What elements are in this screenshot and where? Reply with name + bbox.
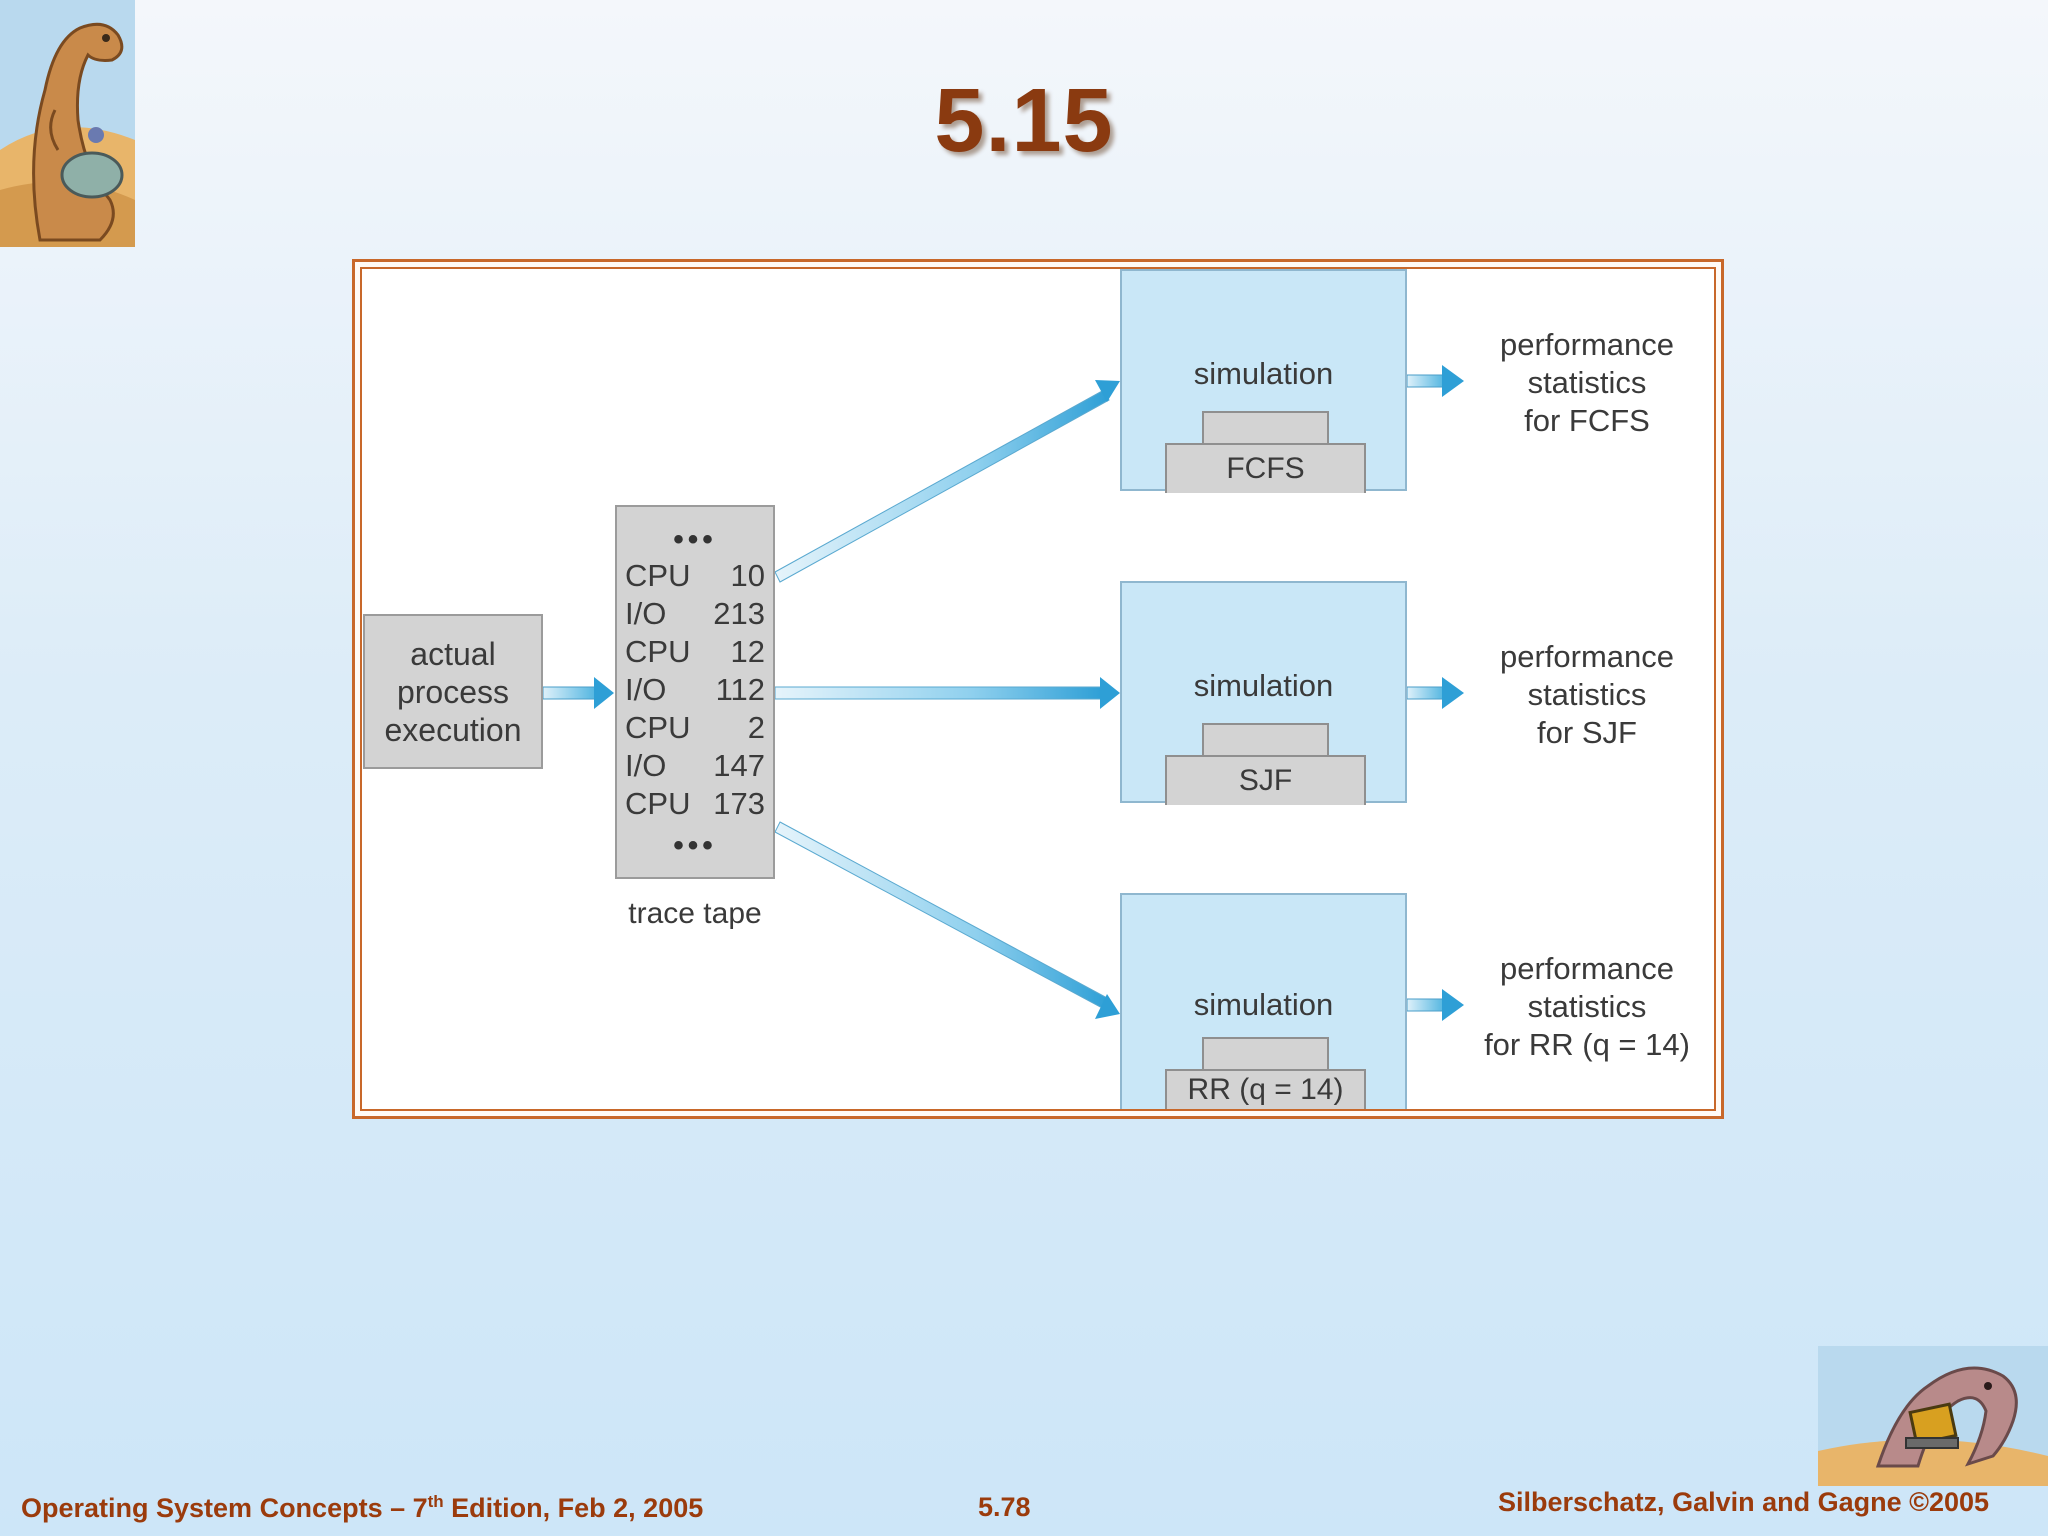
simulation-label: simulation — [1193, 668, 1334, 703]
arrow-rr-to-stats — [1406, 989, 1464, 1021]
algorithm-tab-fcfs: FCFS — [1165, 443, 1366, 493]
footer-copyright: Silberschatz, Galvin and Gagne ©2005 — [1498, 1487, 1990, 1517]
algorithm-tab-sjf: SJF — [1165, 755, 1366, 805]
tape-entry: CPU 12 — [625, 634, 765, 669]
slide-title: 5.15 — [934, 71, 1114, 171]
tape-entry: CPU 2 — [625, 710, 765, 745]
tape-entry: CPU 173 — [625, 786, 765, 821]
arrow-fcfs-to-stats — [1406, 365, 1464, 397]
footer-book-title: Operating System Concepts – 7th Edition,… — [21, 1492, 704, 1523]
arrow-tape-to-fcfs — [774, 380, 1120, 583]
tape-entry: I/O 112 — [625, 672, 765, 707]
arrow-tape-to-rr — [774, 821, 1120, 1019]
flow-arrows — [542, 365, 1464, 1021]
diagram-canvas: actual process execution ••• CPU 10 I/O … — [360, 267, 1716, 1111]
dinosaur-logo-top-left — [0, 0, 135, 247]
simulation-box-fcfs: simulation FCFS — [1120, 269, 1407, 493]
arrow-tape-to-sjf — [774, 677, 1120, 709]
figure-frame: actual process execution ••• CPU 10 I/O … — [352, 259, 1724, 1119]
tape-entry: I/O 147 — [625, 748, 765, 783]
stats-label-rr: performance statistics for RR (q = 14) — [1484, 951, 1690, 1062]
simulation-label: simulation — [1193, 987, 1334, 1022]
algorithm-tab-rr: RR (q = 14) — [1165, 1069, 1366, 1109]
simulation-label: simulation — [1193, 356, 1334, 391]
actual-process-execution-box: actual process execution — [363, 614, 543, 769]
algorithm-label: FCFS — [1226, 452, 1305, 485]
actual-process-execution-label: actual process execution — [384, 635, 522, 748]
arrow-execution-to-tape — [542, 677, 614, 709]
arrow-sjf-to-stats — [1406, 677, 1464, 709]
footer-page-number: 5.78 — [978, 1492, 1031, 1522]
trace-tape-box: ••• CPU 10 I/O 213 CPU 12 I/O 112 CPU 2 — [615, 505, 775, 879]
tape-entry: I/O 213 — [625, 596, 765, 631]
stats-label-sjf: performance statistics for SJF — [1499, 639, 1675, 750]
simulation-box-sjf: simulation SJF — [1120, 581, 1407, 805]
tape-entry: CPU 10 — [625, 558, 765, 593]
dinosaur-logo-bottom-right — [1818, 1346, 2048, 1486]
algorithm-label: RR (q = 14) — [1187, 1073, 1344, 1106]
tape-top-ellipsis: ••• — [673, 523, 717, 556]
algorithm-label: SJF — [1238, 764, 1293, 797]
stats-label-fcfs: performance statistics for FCFS — [1499, 327, 1675, 438]
simulation-box-rr: simulation RR (q = 14) — [1120, 893, 1407, 1109]
tape-bottom-ellipsis: ••• — [673, 829, 717, 862]
trace-tape-caption: trace tape — [628, 897, 762, 930]
